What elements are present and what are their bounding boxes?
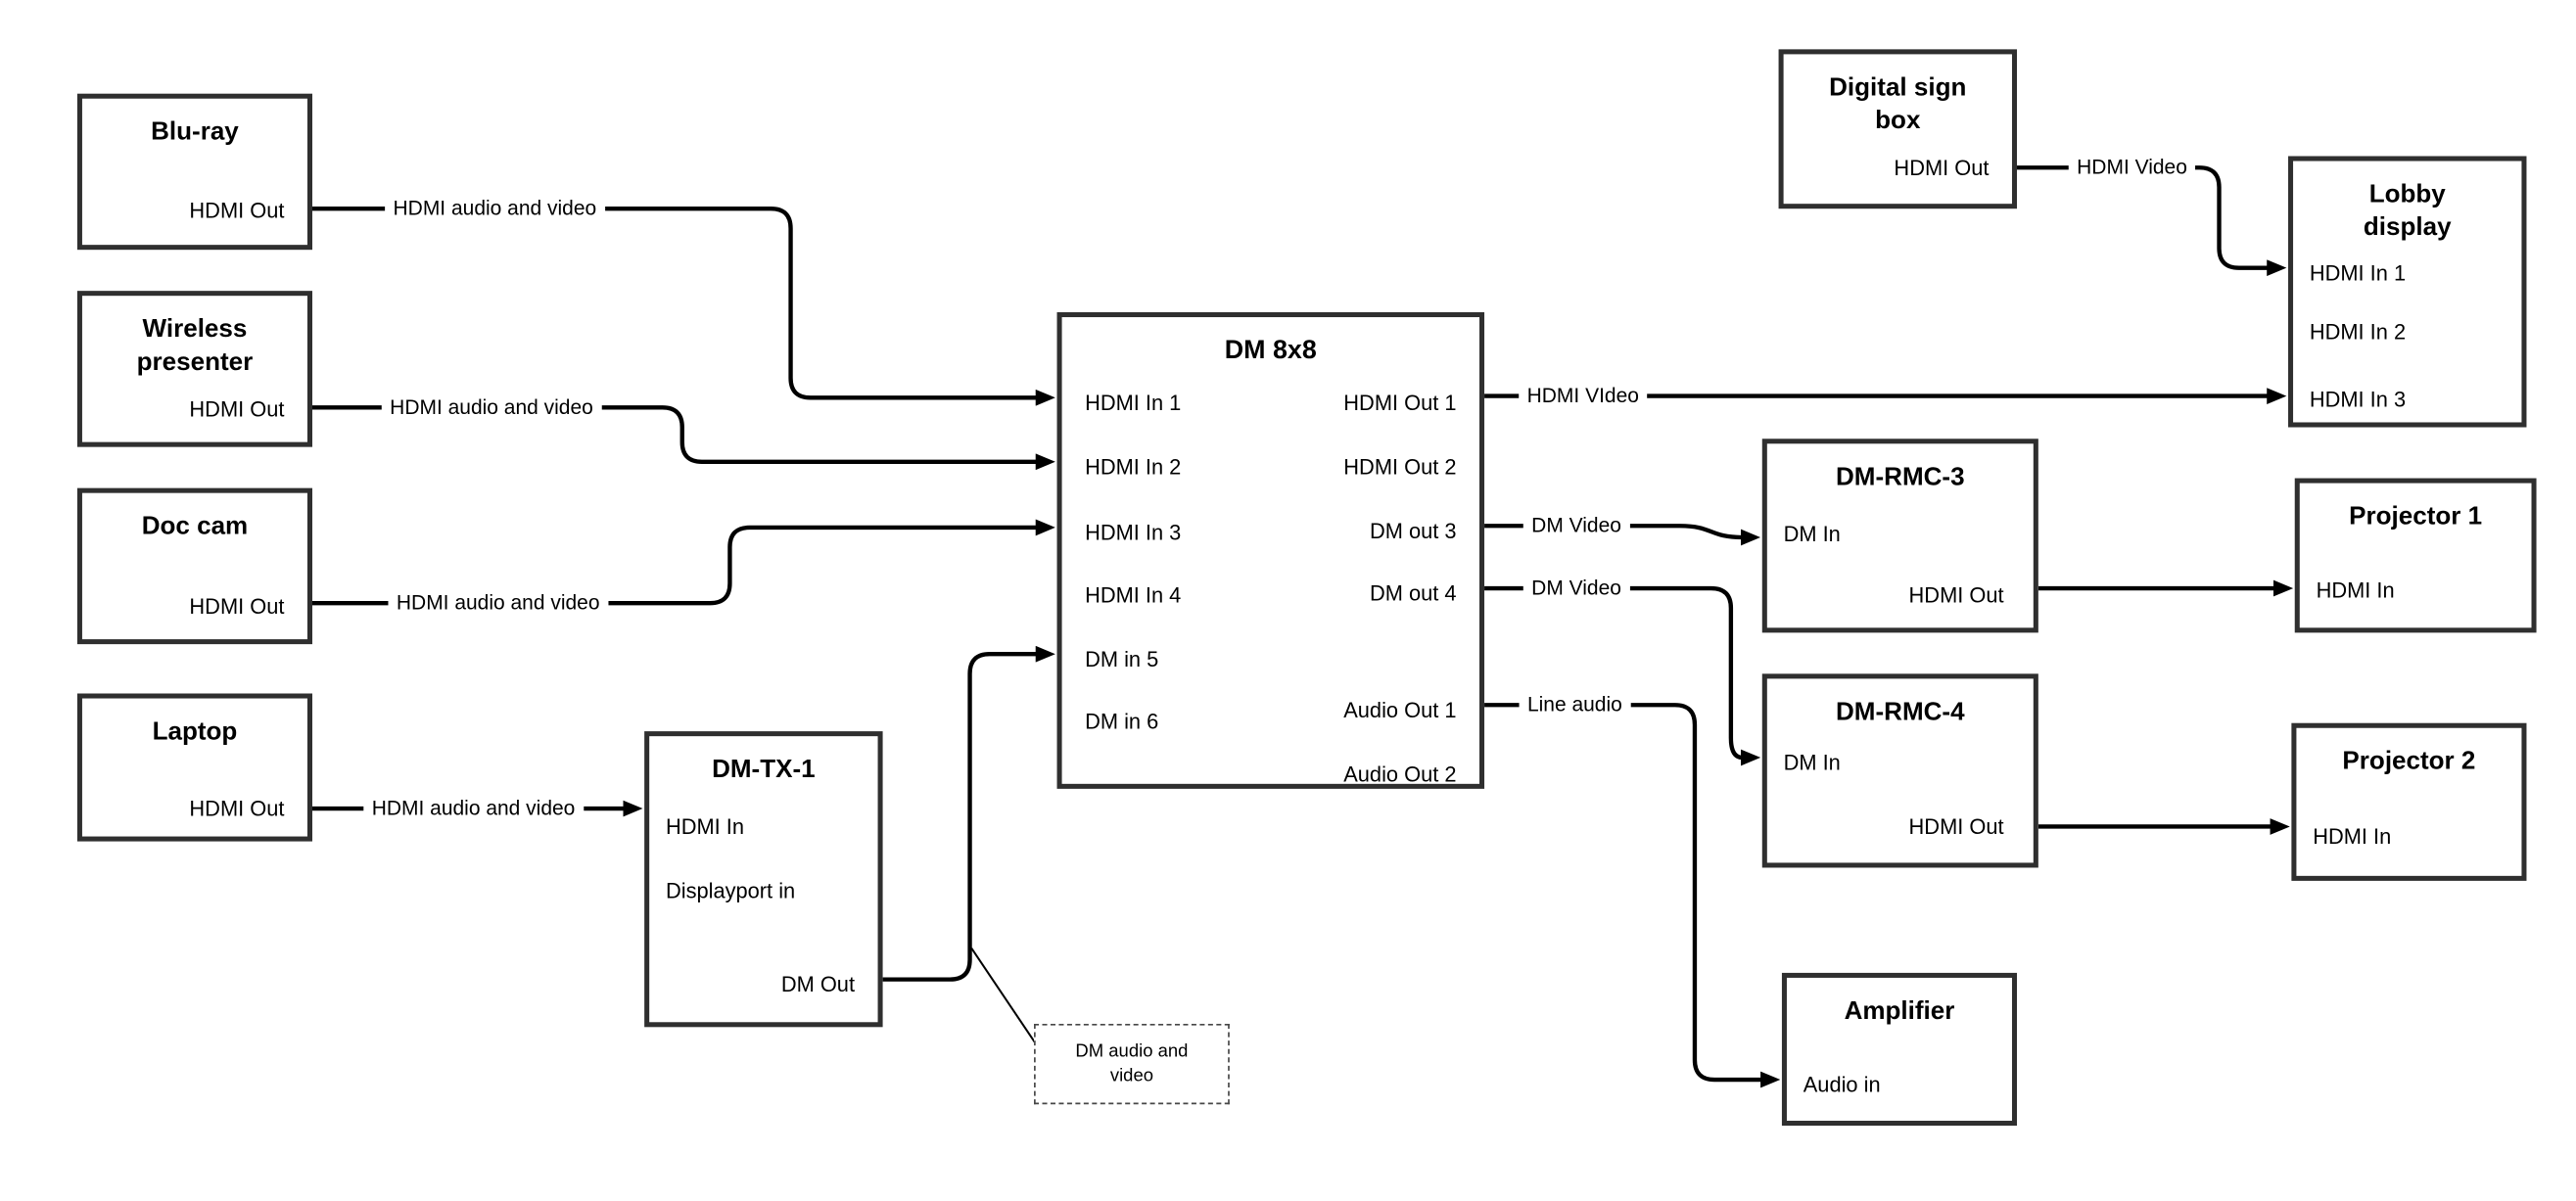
wire-dmtx1-to-dm8x8-in5: [882, 645, 1055, 982]
wire-label-hdmi-video-out1: HDMI VIdeo: [1519, 382, 1648, 410]
port-dm8x8-audio-out-1: Audio Out 1: [1343, 697, 1457, 722]
port-dmrmc4-dm-in: DM In: [1783, 750, 1841, 775]
node-amplifier: Amplifier Audio in: [1781, 972, 2018, 1127]
node-lobby-display-title: Lobby display: [2363, 180, 2452, 243]
port-dmtx1-displayport-in: Displayport in: [665, 878, 796, 903]
node-doc-cam: Doc cam HDMI Out: [76, 487, 312, 645]
node-bluray-title: Blu-ray: [151, 117, 239, 147]
wire-label-hdmi-video-sign: HDMI Video: [2068, 154, 2196, 181]
port-dmrmc3-hdmi-out: HDMI Out: [1908, 582, 2004, 608]
port-lobby-hdmi-in-1: HDMI In 1: [2309, 260, 2407, 286]
port-proj1-hdmi-in: HDMI In: [2316, 577, 2395, 603]
wire-label-dm-video-out3: DM Video: [1522, 512, 1630, 539]
callout-leader-line: [970, 947, 1037, 1044]
port-dm8x8-hdmi-out-1: HDMI Out 1: [1343, 390, 1457, 415]
wire-label-wireless: HDMI audio and video: [381, 393, 602, 422]
wire-wireless-to-dm8x8-in2: [311, 405, 1055, 471]
port-digitalsign-hdmi-out: HDMI Out: [1894, 155, 1990, 180]
node-dm-tx-1: DM-TX-1 HDMI In Displayport in DM Out: [644, 731, 883, 1028]
node-doc-cam-title: Doc cam: [141, 512, 249, 541]
port-dm8x8-hdmi-in-1: HDMI In 1: [1085, 390, 1182, 415]
port-dm8x8-hdmi-out-2: HDMI Out 2: [1343, 454, 1457, 480]
port-dm8x8-hdmi-in-4: HDMI In 4: [1085, 582, 1182, 608]
wire-label-bluray: HDMI audio and video: [385, 195, 605, 222]
node-dm-tx-1-title: DM-TX-1: [712, 756, 816, 784]
node-wireless-presenter: Wireless presenter HDMI Out: [76, 291, 312, 447]
callout-text: DM audio and video: [1075, 1041, 1189, 1086]
port-amplifier-audio-in: Audio in: [1803, 1072, 1881, 1097]
port-proj2-hdmi-in: HDMI In: [2313, 823, 2392, 850]
port-bluray-hdmi-out: HDMI Out: [189, 198, 285, 223]
node-laptop-title: Laptop: [152, 717, 238, 747]
node-digital-sign-box: Digital sign box HDMI Out: [1778, 49, 2018, 209]
port-dm8x8-dm-out-3: DM out 3: [1369, 518, 1457, 543]
port-dm8x8-dm-out-4: DM out 4: [1369, 580, 1457, 606]
port-wireless-hdmi-out: HDMI Out: [189, 396, 285, 422]
node-dm-8x8: DM 8x8 HDMI In 1 HDMI In 2 HDMI In 3 HDM…: [1056, 311, 1485, 789]
node-projector-1: Projector 1 HDMI In: [2294, 478, 2537, 633]
wire-label-dm-video-out4: DM Video: [1522, 575, 1630, 602]
port-lobby-hdmi-in-2: HDMI In 2: [2309, 319, 2407, 345]
port-dm8x8-dm-in-5: DM in 5: [1085, 646, 1159, 671]
node-projector-1-title: Projector 1: [2349, 502, 2483, 531]
wire-dm8x8-out3-to-dmrmc3: [1484, 524, 1761, 546]
node-dm-rmc-4-title: DM-RMC-4: [1836, 698, 1965, 727]
port-dmtx1-hdmi-in: HDMI In: [665, 813, 744, 840]
wire-label-line-audio: Line audio: [1519, 691, 1631, 718]
port-doccam-hdmi-out: HDMI Out: [189, 593, 285, 620]
node-projector-2-title: Projector 2: [2342, 747, 2476, 776]
port-dmrmc4-hdmi-out: HDMI Out: [1908, 813, 2004, 840]
node-wireless-presenter-title: Wireless presenter: [136, 315, 254, 377]
wire-doccam-to-dm8x8-in3: [311, 519, 1055, 606]
port-dm8x8-hdmi-in-2: HDMI In 2: [1085, 454, 1182, 480]
port-dm8x8-hdmi-in-3: HDMI In 3: [1085, 520, 1182, 545]
port-lobby-hdmi-in-3: HDMI In 3: [2309, 387, 2407, 412]
node-projector-2: Projector 2 HDMI In: [2291, 722, 2527, 881]
node-dm-rmc-3: DM-RMC-3 DM In HDMI Out: [1761, 439, 2038, 633]
node-lobby-display: Lobby display HDMI In 1 HDMI In 2 HDMI I…: [2288, 156, 2527, 428]
port-dm8x8-dm-in-6: DM in 6: [1085, 709, 1159, 734]
wire-dm8x8-audio1-to-amplifier: [1484, 703, 1781, 1088]
port-laptop-hdmi-out: HDMI Out: [189, 796, 285, 821]
port-dmrmc3-dm-in: DM In: [1783, 522, 1841, 547]
wire-digitalsign-to-lobby-in1: [2017, 165, 2287, 277]
node-laptop: Laptop HDMI Out: [76, 693, 312, 842]
node-dm-rmc-3-title: DM-RMC-3: [1836, 463, 1965, 491]
wire-dm8x8-out4-to-dmrmc4: [1484, 585, 1761, 766]
node-digital-sign-box-title: Digital sign box: [1829, 73, 1967, 135]
node-bluray: Blu-ray HDMI Out: [76, 93, 312, 251]
port-dm8x8-audio-out-2: Audio Out 2: [1343, 762, 1457, 787]
node-amplifier-title: Amplifier: [1844, 997, 1955, 1026]
node-dm-8x8-title: DM 8x8: [1224, 337, 1317, 365]
callout-dm-audio-and-video: DM audio and video: [1034, 1023, 1230, 1105]
node-dm-rmc-4: DM-RMC-4 DM In HDMI Out: [1761, 673, 2038, 868]
wire-bluray-to-dm8x8-in1: [311, 207, 1055, 406]
port-dmtx1-dm-out: DM Out: [780, 972, 856, 997]
wire-label-laptop: HDMI audio and video: [363, 795, 584, 822]
wire-label-doccam: HDMI audio and video: [388, 589, 608, 617]
